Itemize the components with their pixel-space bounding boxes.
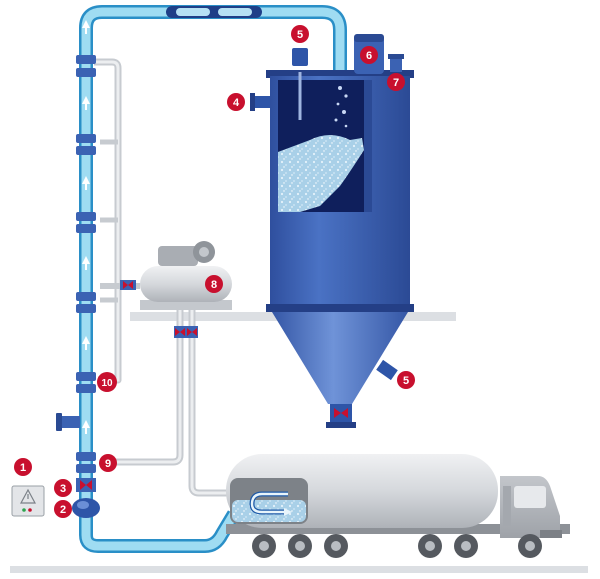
bottom-valve [76,478,96,492]
sight-glass-window-1 [176,8,210,16]
control-panel[interactable] [11,485,45,517]
marker-2: 2 [54,500,72,518]
pipe-side-inlet [60,416,80,428]
marker-5-cone-label: 5 [403,375,409,387]
marker-9: 9 [99,454,117,472]
marker-6: 6 [360,46,378,64]
truck-cab-window [514,486,546,508]
discharge-pipe-fill [81,511,238,551]
bowtie-valve-icon [187,328,192,336]
air-line-to-pipe-inner [104,290,182,464]
marker-5-top: 5 [291,25,309,43]
air-bubbles [334,86,348,128]
pressure-valve-cap [388,54,404,59]
truck-chassis [226,524,570,534]
compressor-motor [158,246,198,266]
truck-cab-door [503,486,511,526]
marker-7: 7 [387,73,405,91]
marker-8-label: 8 [211,279,217,291]
silo-powder [278,135,364,212]
indicator-green [22,508,26,512]
compressor-tank [140,266,232,302]
marker-2-label: 2 [60,504,66,516]
filter-unit-top [354,34,384,42]
truck-bumper [540,530,562,538]
arrow-up-icon [82,256,90,264]
ground-line [10,566,588,573]
marker-7-label: 7 [393,77,399,89]
arrow-up-icon [82,96,90,104]
arrow-up-icon [82,420,90,428]
marker-4-label: 4 [233,97,240,109]
marker-8: 8 [205,275,223,293]
pipe-side-inlet-flange [56,413,62,431]
marker-1: 1 [14,458,32,476]
warning-triangle-icon [19,488,37,504]
marker-1-label: 1 [20,462,26,474]
silo-side-port-flange [250,93,255,111]
marker-4: 4 [227,93,245,111]
marker-5-cone: 5 [397,371,415,389]
silo-side-port [254,96,270,108]
vent-line-inner [94,60,120,382]
tanker-truck [226,454,570,558]
level-probe-head [292,48,308,66]
marker-9-label: 9 [105,458,111,470]
flow-arrows [82,20,90,434]
indicator-red [28,508,32,512]
silo-window-right [364,80,372,212]
cone-side-nozzle [376,359,398,381]
bowtie-valve-icon [80,480,86,490]
pipe-couplings [76,55,96,473]
bowtie-valve-icon [123,281,128,289]
silo-cone [272,312,408,404]
arrow-up-icon [82,176,90,184]
arrow-up-icon [82,20,90,28]
branch-connector [100,139,118,303]
marker-6-label: 6 [366,50,372,62]
sight-glass-window-2 [218,8,252,16]
pressure-valve [390,58,402,72]
marker-10-label: 10 [101,378,113,389]
compressor-skid [140,300,232,310]
air-line-to-truck-inner [190,290,238,495]
marker-3-label: 3 [60,483,66,495]
silo-bottom-flange [266,304,414,312]
air-line-valves [174,326,198,338]
silo-top-cap [266,70,414,78]
silo-outlet-flange [326,422,356,428]
compressor [120,241,232,310]
marker-5-top-label: 5 [297,29,303,41]
marker-3: 3 [54,479,72,497]
arrow-up-icon [82,336,90,344]
bowtie-valve-icon [334,408,341,418]
blower-pump-highlight [77,501,89,509]
silo [250,34,414,428]
marker-10: 10 [97,372,117,392]
bowtie-valve-icon [175,328,180,336]
